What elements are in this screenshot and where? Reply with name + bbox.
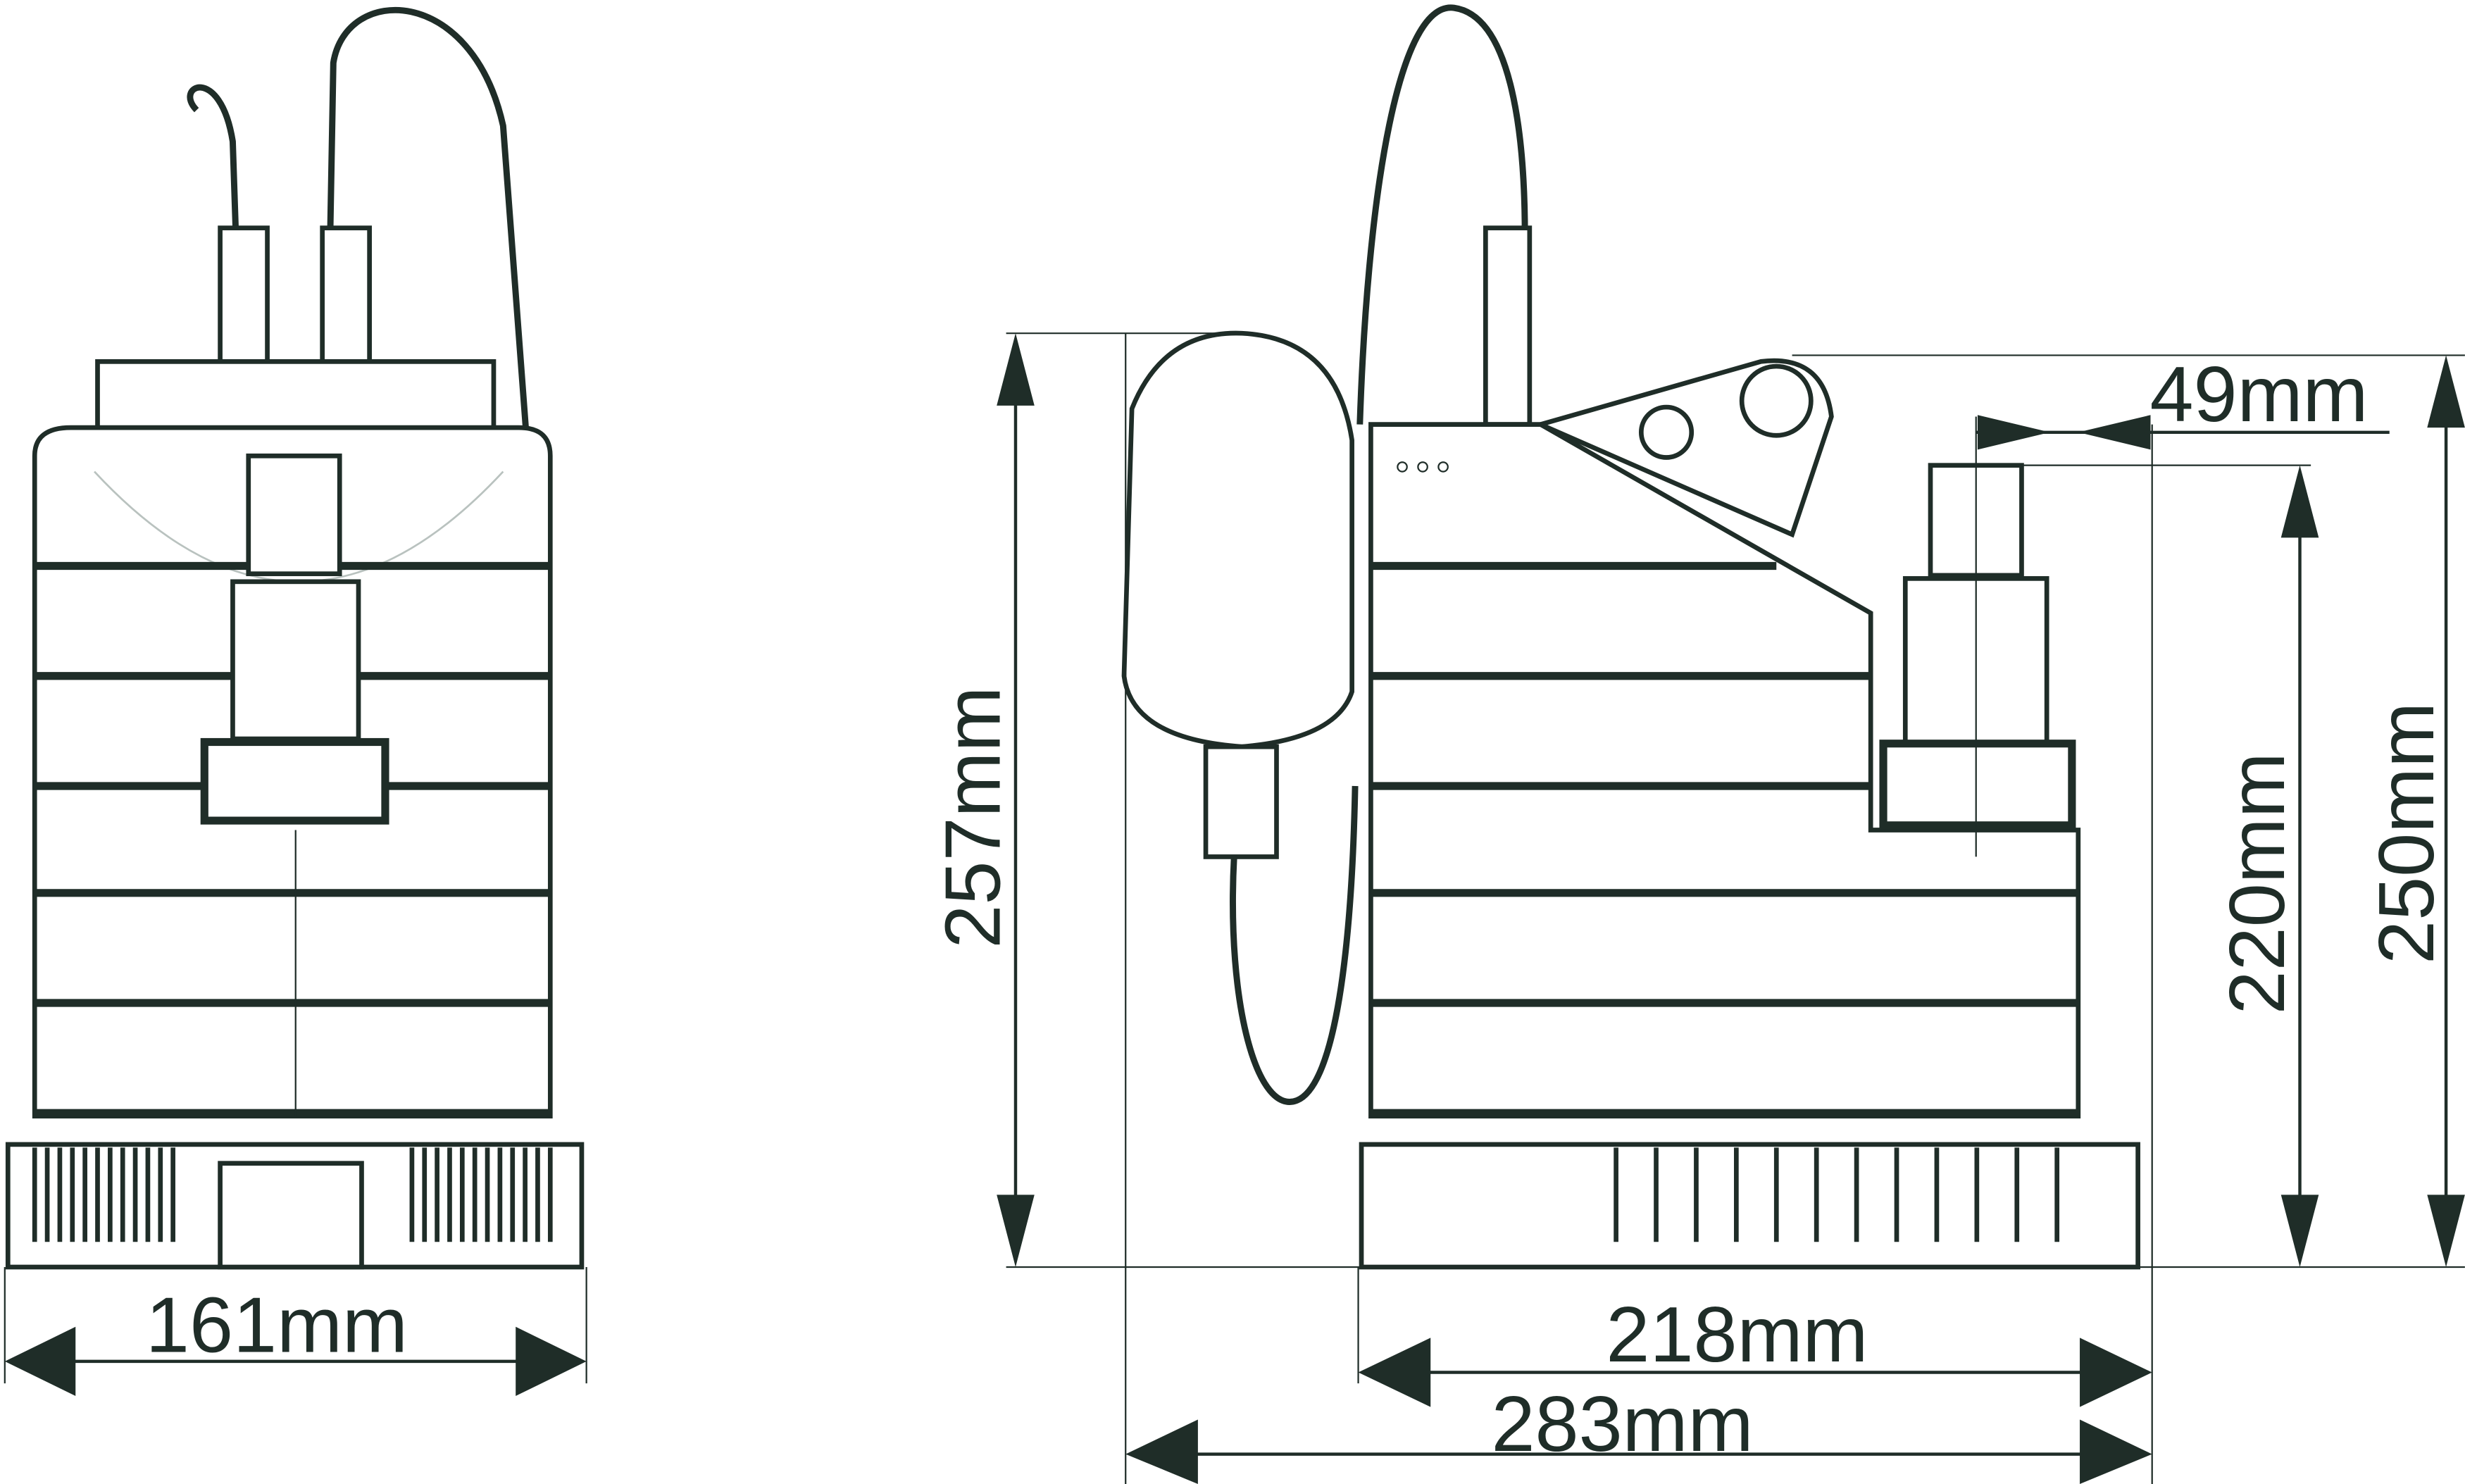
dim-220: 220mm [2213, 752, 2301, 1014]
dim-257: 257mm [929, 687, 1017, 949]
dim-49: 49mm [2149, 350, 2368, 438]
side-view [1121, 4, 2140, 1270]
dim-218: 218mm [1606, 1290, 1868, 1378]
float-switch [1121, 330, 1354, 749]
dim-250: 250mm [2362, 702, 2450, 964]
base-ribs-side [1614, 1147, 2060, 1242]
cable-left [187, 84, 239, 236]
base-ribs [32, 1147, 553, 1242]
front-view [5, 6, 585, 1270]
threaded-nut [1879, 740, 2076, 830]
cable-right [327, 6, 530, 441]
hose-connector [246, 453, 342, 577]
dim-161: 161mm [146, 1281, 408, 1369]
threaded-nut [200, 737, 389, 825]
dimension-lines: 161mm 218mm 283mm 257mm 220mm 250mm 49mm [4, 332, 2465, 1484]
base-foot [1359, 1142, 2140, 1270]
dim-283: 283mm [1492, 1380, 1754, 1468]
cable [1356, 4, 1528, 425]
